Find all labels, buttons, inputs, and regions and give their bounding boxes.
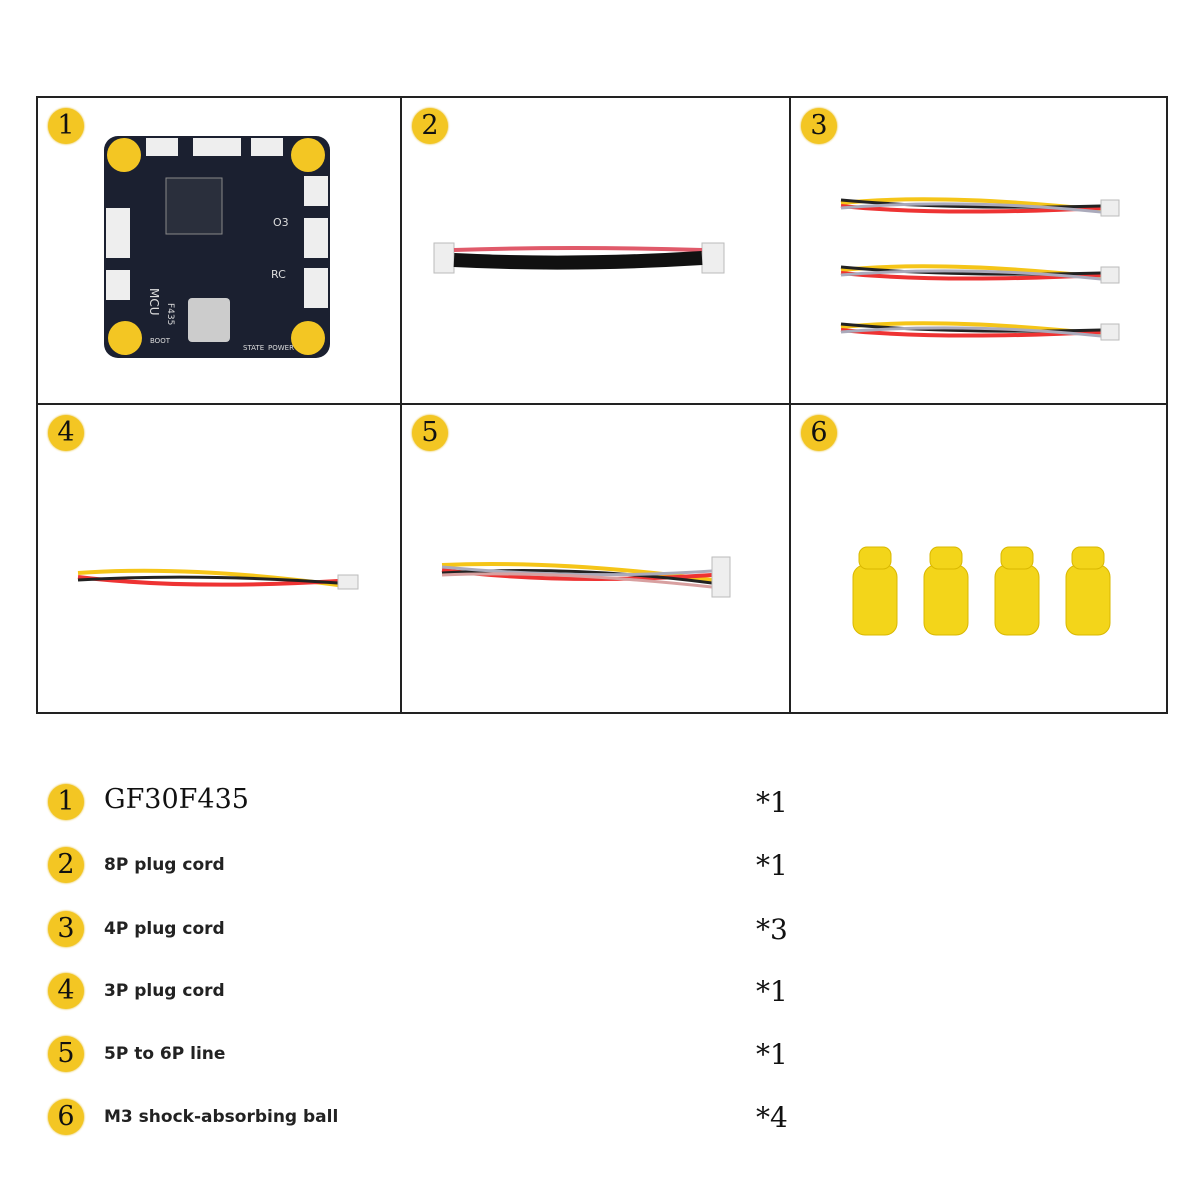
panel-5: 5 [402,405,789,714]
package-contents-grid: MCU F435 O3 RC BOOT STATE POWER 1 2 [36,96,1168,714]
item-number-badge: 2 [48,847,84,883]
item-name: M3 shock-absorbing ball [104,1107,339,1127]
5p-to-6p-line-image [441,556,731,598]
panel-6: 6 [791,405,1168,714]
item-name: 4P plug cord [104,919,225,939]
divider [38,403,1166,405]
list-item: 5 5P to 6P line *1 [46,1034,946,1074]
item-number-badge: 6 [48,1099,84,1135]
panel-number-badge: 1 [48,108,84,144]
item-name: 8P plug cord [104,855,225,875]
panel-number-badge: 3 [801,108,837,144]
board-chip-label: F435 [165,303,175,325]
item-quantity: *3 [756,913,788,946]
board-power-label: POWER [268,344,294,352]
8p-plug-cord-image [433,242,725,274]
3p-plug-cord-image [77,568,359,590]
item-name: 5P to 6P line [104,1044,226,1064]
item-quantity: *4 [756,1101,788,1134]
board-rc-label: RC [271,268,286,281]
item-number-badge: 5 [48,1036,84,1072]
panel-number-badge: 5 [412,415,448,451]
4p-plug-cords-image [839,197,1121,342]
item-quantity: *1 [756,1038,788,1071]
divider [789,98,791,712]
list-item: 2 8P plug cord *1 [46,845,946,885]
list-item: 1 GF30F435 *1 [46,782,946,822]
item-quantity: *1 [756,786,788,819]
panel-number-badge: 6 [801,415,837,451]
panel-number-badge: 4 [48,415,84,451]
panel-number-badge: 2 [412,108,448,144]
flight-controller-image: MCU F435 O3 RC BOOT STATE POWER [104,136,330,358]
item-number-badge: 1 [48,784,84,820]
panel-1: MCU F435 O3 RC BOOT STATE POWER 1 [38,98,400,403]
shock-absorbing-balls-image [852,546,1111,636]
panel-2: 2 [402,98,789,403]
board-mcu-label: MCU [147,288,161,316]
list-item: 6 M3 shock-absorbing ball *4 [46,1097,946,1137]
item-name: 3P plug cord [104,981,225,1001]
item-quantity: *1 [756,975,788,1008]
item-number-badge: 3 [48,911,84,947]
item-number-badge: 4 [48,973,84,1009]
board-boot-label: BOOT [150,337,171,345]
panel-3: 3 [791,98,1168,403]
divider [400,98,402,712]
list-item: 3 4P plug cord *3 [46,909,946,949]
board-state-label: STATE [243,344,264,352]
item-name: GF30F435 [104,784,249,815]
item-quantity: *1 [756,849,788,882]
list-item: 4 3P plug cord *1 [46,971,946,1011]
panel-4: 4 [38,405,400,714]
board-o3-label: O3 [273,216,289,229]
